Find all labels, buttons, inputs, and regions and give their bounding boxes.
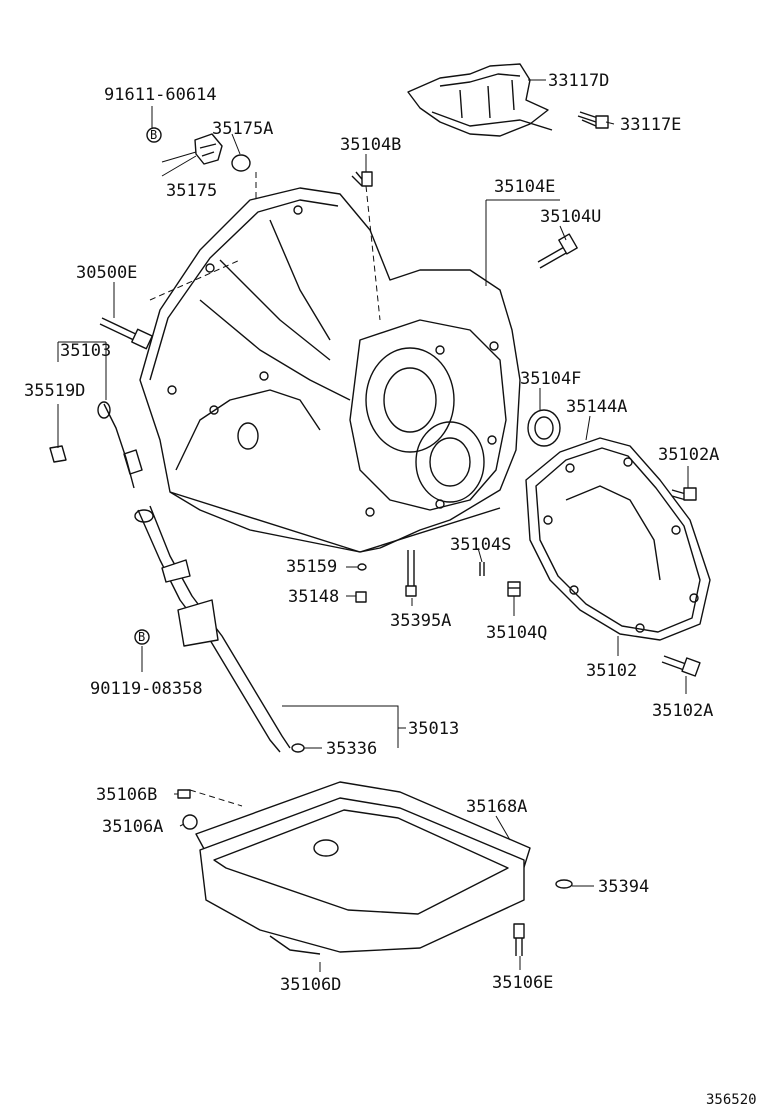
- oil-seal-35104f[interactable]: [527, 409, 561, 447]
- bolt-35104b[interactable]: [351, 171, 373, 187]
- pin-35395a[interactable]: [405, 550, 417, 597]
- plug-35106a[interactable]: [182, 814, 198, 830]
- label-35102: 35102: [586, 661, 637, 681]
- bolt-33117e[interactable]: [577, 111, 609, 129]
- label-35102a-bottom: 35102A: [652, 701, 713, 721]
- svg-text:B: B: [150, 128, 157, 142]
- bolt-35106e[interactable]: [513, 923, 525, 956]
- side-cover-35102[interactable]: [535, 447, 701, 633]
- svg-text:B: B: [138, 630, 145, 644]
- label-35104q: 35104Q: [486, 623, 547, 643]
- speed-sensor-35175[interactable]: [194, 133, 223, 165]
- label-91611-60614: 91611-60614: [104, 85, 217, 105]
- label-35168a: 35168A: [466, 797, 527, 817]
- label-35394: 35394: [598, 877, 649, 897]
- label-30500e: 30500E: [76, 263, 137, 283]
- label-35102a-top: 35102A: [658, 445, 719, 465]
- label-33117d: 33117D: [548, 71, 609, 91]
- oil-pan-35106d[interactable]: [199, 797, 525, 955]
- dipstick-tube-35013[interactable]: [134, 505, 291, 753]
- cover-plate-33117d[interactable]: [407, 63, 553, 137]
- bolt-35106b[interactable]: [177, 789, 191, 799]
- gasket-35144a[interactable]: [525, 437, 711, 641]
- bolt-35102a-lower[interactable]: [661, 655, 701, 677]
- label-35103: 35103: [60, 341, 111, 361]
- label-35159: 35159: [286, 557, 337, 577]
- label-35013: 35013: [408, 719, 459, 739]
- dipstick-35103[interactable]: [97, 401, 143, 489]
- plug-35104s[interactable]: [479, 562, 485, 576]
- bolt-35102a-upper[interactable]: [671, 487, 697, 501]
- o-ring-35336[interactable]: [291, 743, 305, 753]
- label-35104e: 35104E: [494, 177, 555, 197]
- dipstick-cap-35519d[interactable]: [49, 445, 67, 463]
- label-35175: 35175: [166, 181, 217, 201]
- label-35144a: 35144A: [566, 397, 627, 417]
- label-35104s: 35104S: [450, 535, 511, 555]
- magnet-35394[interactable]: [555, 879, 573, 889]
- label-35148: 35148: [288, 587, 339, 607]
- bolt-30500e[interactable]: [99, 317, 153, 350]
- label-35395a: 35395A: [390, 611, 451, 631]
- label-90119-08358: 90119-08358: [90, 679, 203, 699]
- bolt-35104u[interactable]: [537, 233, 578, 269]
- label-35106b: 35106B: [96, 785, 157, 805]
- label-35106a: 35106A: [102, 817, 163, 837]
- plug-35104q[interactable]: [507, 581, 521, 597]
- label-33117e: 33117E: [620, 115, 681, 135]
- reference-code: 356520: [706, 1092, 757, 1108]
- o-ring-35175a[interactable]: [231, 154, 251, 172]
- label-35104f: 35104F: [520, 369, 581, 389]
- bolt-marker-91611: B: [146, 127, 162, 143]
- plug-35159[interactable]: [357, 563, 367, 571]
- transaxle-case[interactable]: [139, 187, 521, 553]
- label-35175a: 35175A: [212, 119, 273, 139]
- label-35519d: 35519D: [24, 381, 85, 401]
- leader-lines: [57, 79, 689, 972]
- bolt-marker-90119: B: [134, 629, 150, 645]
- label-35104u: 35104U: [540, 207, 601, 227]
- label-35104b: 35104B: [340, 135, 401, 155]
- plug-35148[interactable]: [355, 591, 367, 603]
- label-35106e: 35106E: [492, 973, 553, 993]
- label-35106d: 35106D: [280, 975, 341, 995]
- label-35336: 35336: [326, 739, 377, 759]
